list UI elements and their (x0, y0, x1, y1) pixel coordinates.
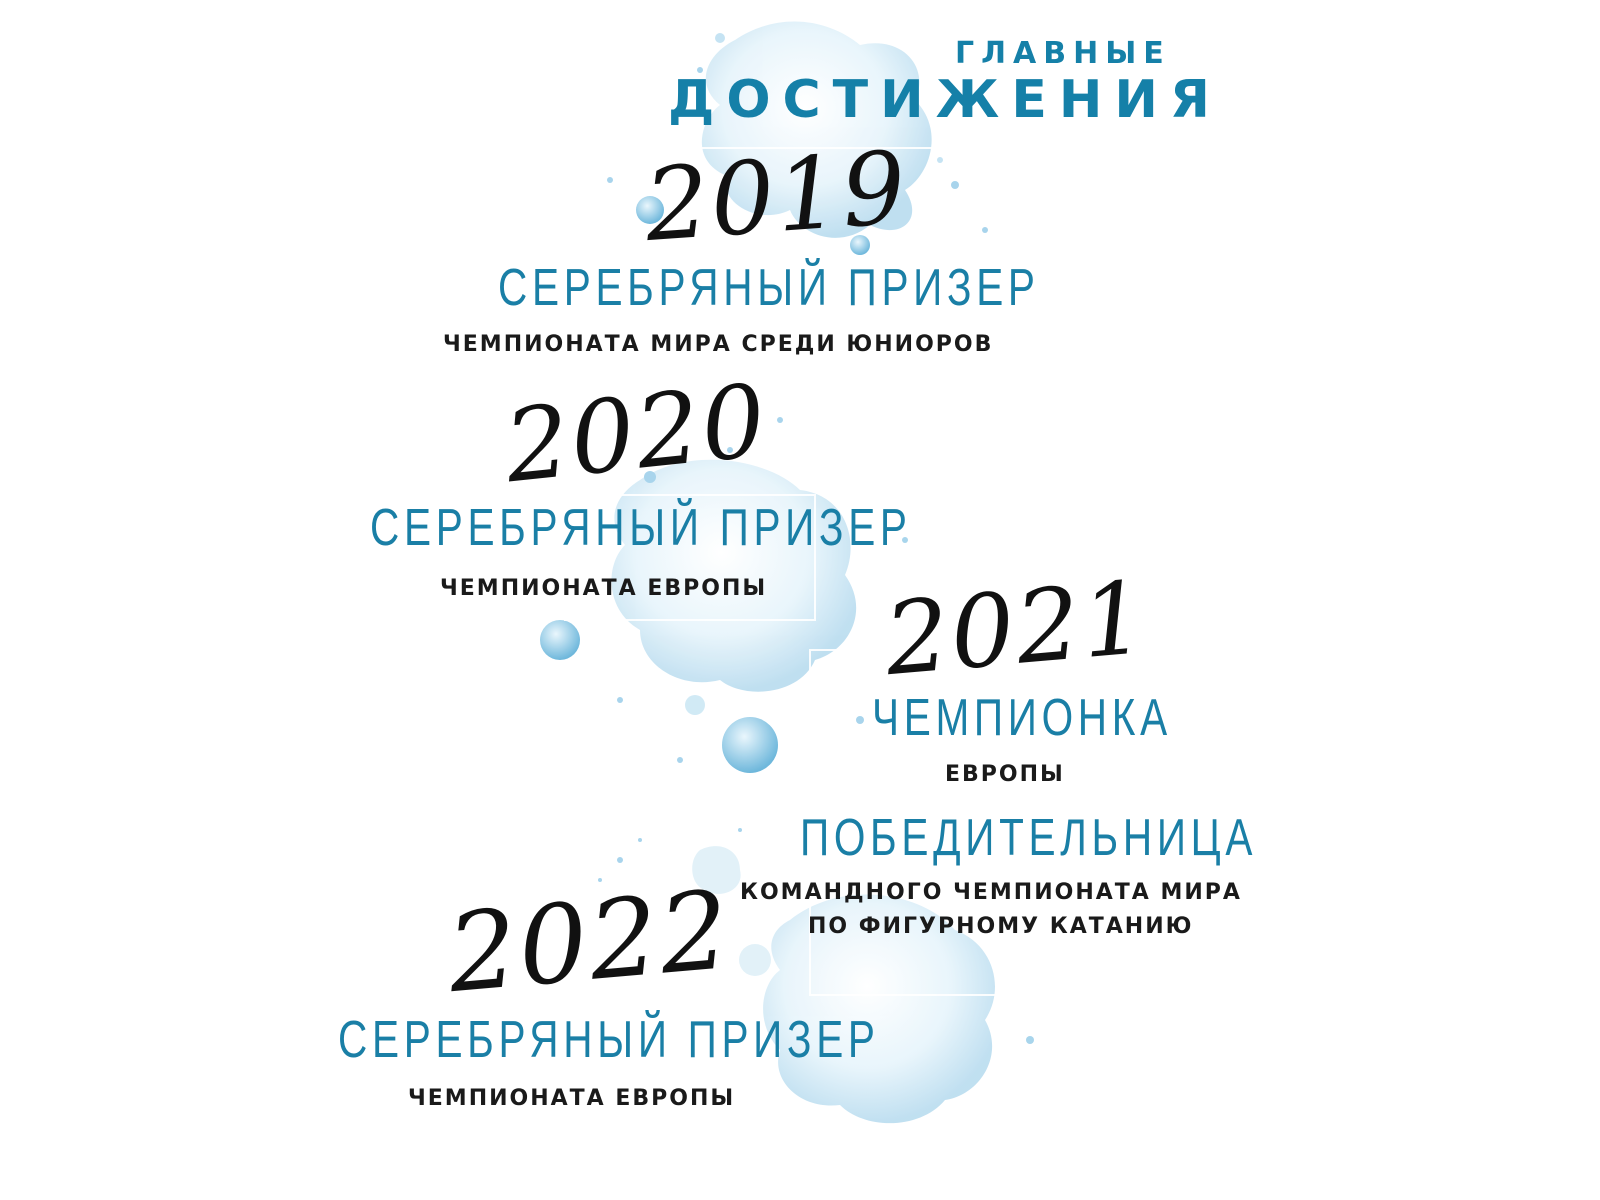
year-2022: 2022 (443, 867, 736, 1018)
year-2019: 2019 (641, 128, 912, 265)
heading-line-1: ГЛАВНЫЕ (955, 36, 1171, 71)
achievement-title-team: ПОБЕДИТЕЛЬНИЦА (800, 809, 1258, 867)
splash-bottom (598, 828, 1034, 1124)
splash-top (607, 21, 988, 255)
achievement-subtitle-2020: ЧЕМПИОНАТА ЕВРОПЫ (440, 576, 768, 601)
achievement-subtitle-2019: ЧЕМПИОНАТА МИРА СРЕДИ ЮНИОРОВ (443, 332, 994, 357)
achievement-title-2021: ЧЕМПИОНКА (872, 689, 1172, 747)
achievement-title-2020: СЕРЕБРЯНЫЙ ПРИЗЕР (370, 499, 912, 557)
achievement-title-2019: СЕРЕБРЯНЫЙ ПРИЗЕР (498, 259, 1040, 317)
achievement-subtitle-2021: ЕВРОПЫ (945, 762, 1065, 787)
heading-line-2: ДОСТИЖЕНИЯ (668, 70, 1222, 130)
achievement-subtitle-team-line-2: ПО ФИГУРНОМУ КАТАНИЮ (808, 914, 1194, 939)
achievement-subtitle-2022: ЧЕМПИОНАТА ЕВРОПЫ (408, 1086, 736, 1111)
splash-middle (540, 417, 908, 773)
achievement-subtitle-team-line-1: КОМАНДНОГО ЧЕМПИОНАТА МИРА (740, 880, 1242, 905)
achievement-title-2022: СЕРЕБРЯНЫЙ ПРИЗЕР (338, 1011, 880, 1069)
year-2021: 2021 (880, 558, 1153, 699)
